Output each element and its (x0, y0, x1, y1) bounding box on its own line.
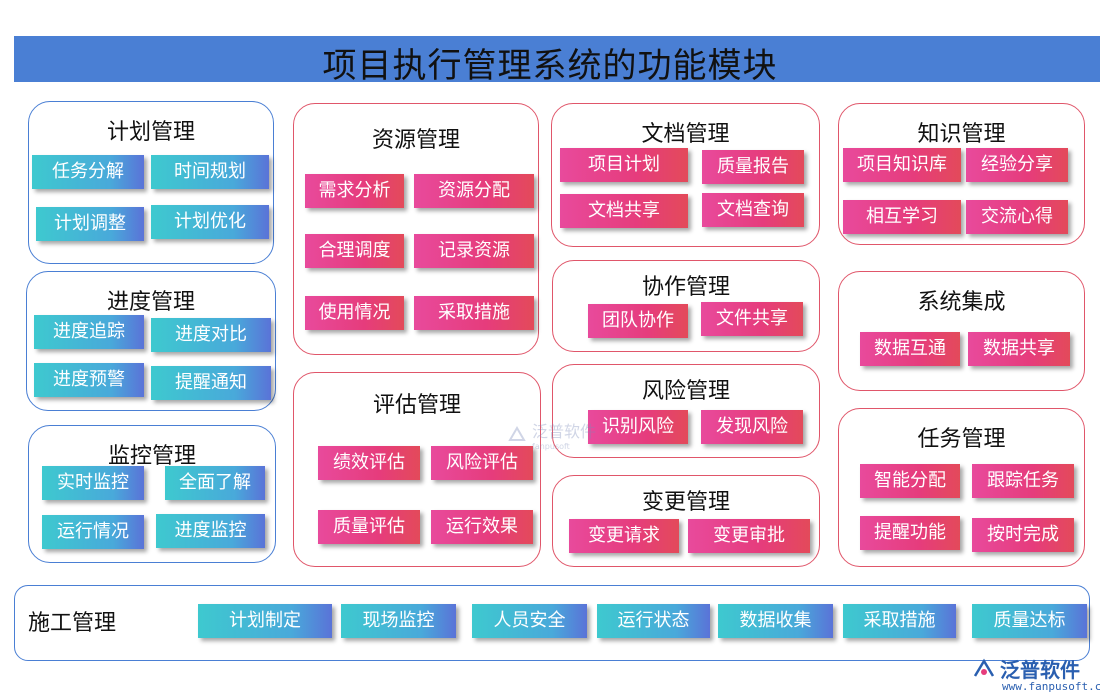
item-monitor-2[interactable]: 全面了解 (165, 466, 265, 500)
item-progress-2[interactable]: 进度对比 (151, 318, 271, 352)
item-resource-3[interactable]: 合理调度 (305, 234, 404, 268)
item-monitor-4[interactable]: 进度监控 (156, 514, 265, 548)
brand-logo: 泛普软件 (972, 654, 1080, 683)
fanpu-logo-icon (973, 658, 995, 677)
module-title: 风险管理 (641, 379, 730, 404)
item-task-1[interactable]: 智能分配 (860, 464, 960, 498)
module-title: 进度管理 (106, 290, 195, 315)
item-monitor-3[interactable]: 运行情况 (42, 515, 144, 549)
module-title: 资源管理 (371, 128, 460, 153)
item-evaluate-4[interactable]: 运行效果 (431, 510, 533, 544)
item-progress-4[interactable]: 提醒通知 (151, 366, 271, 400)
module-title: 评估管理 (372, 393, 461, 418)
watermark-text: 泛普软件 (532, 422, 597, 441)
module-title: 监控管理 (107, 444, 196, 469)
item-resource-6[interactable]: 采取措施 (414, 296, 534, 330)
module-title: 系统集成 (917, 290, 1006, 315)
item-integration-1[interactable]: 数据互通 (860, 332, 960, 366)
item-construction-3[interactable]: 人员安全 (472, 604, 587, 638)
item-risk-2[interactable]: 发现风险 (701, 410, 803, 444)
logo-url[interactable]: www.fanpusoft.com (1002, 680, 1100, 693)
watermark: 泛普软件 fanpusoft (506, 418, 596, 451)
title-bar (14, 36, 1100, 82)
item-construction-1[interactable]: 计划制定 (198, 604, 332, 638)
item-construction-7[interactable]: 质量达标 (972, 604, 1087, 638)
module-integration: 系统集成 (838, 271, 1085, 391)
module-title: 施工管理 (28, 611, 117, 636)
item-construction-2[interactable]: 现场监控 (341, 604, 456, 638)
item-knowledge-1[interactable]: 项目知识库 (843, 148, 961, 182)
item-knowledge-2[interactable]: 经验分享 (966, 148, 1068, 182)
item-plan-3[interactable]: 计划调整 (36, 207, 144, 241)
item-resource-1[interactable]: 需求分析 (305, 174, 404, 208)
item-collab-1[interactable]: 团队协作 (588, 304, 688, 338)
page-title: 项目执行管理系统的功能模块 (322, 46, 778, 86)
item-evaluate-1[interactable]: 绩效评估 (318, 446, 420, 480)
item-integration-2[interactable]: 数据共享 (968, 332, 1070, 366)
item-plan-1[interactable]: 任务分解 (32, 155, 144, 189)
module-title: 变更管理 (641, 490, 730, 515)
watermark-sub: fanpusoft (532, 442, 570, 451)
module-title: 计划管理 (106, 120, 195, 145)
item-knowledge-4[interactable]: 交流心得 (966, 200, 1068, 234)
item-evaluate-2[interactable]: 风险评估 (431, 446, 533, 480)
item-construction-6[interactable]: 采取措施 (843, 604, 956, 638)
module-title: 文档管理 (641, 122, 730, 147)
item-document-3[interactable]: 文档共享 (560, 194, 688, 228)
fanpu-logo-icon (508, 425, 526, 441)
item-resource-2[interactable]: 资源分配 (414, 174, 534, 208)
item-monitor-1[interactable]: 实时监控 (42, 466, 144, 500)
item-collab-2[interactable]: 文件共享 (701, 302, 803, 336)
module-title: 任务管理 (917, 427, 1006, 452)
item-knowledge-3[interactable]: 相互学习 (843, 200, 961, 234)
item-construction-5[interactable]: 数据收集 (718, 604, 833, 638)
item-resource-5[interactable]: 使用情况 (305, 296, 404, 330)
item-change-1[interactable]: 变更请求 (569, 519, 679, 553)
item-plan-2[interactable]: 时间规划 (151, 155, 269, 189)
module-title: 协作管理 (641, 275, 730, 300)
item-plan-4[interactable]: 计划优化 (151, 205, 269, 239)
item-task-3[interactable]: 提醒功能 (860, 516, 960, 550)
item-construction-4[interactable]: 运行状态 (597, 604, 710, 638)
item-task-2[interactable]: 跟踪任务 (972, 464, 1074, 498)
item-document-4[interactable]: 文档查询 (702, 193, 804, 227)
logo-text: 泛普软件 (1000, 658, 1080, 682)
item-change-2[interactable]: 变更审批 (688, 519, 810, 553)
item-resource-4[interactable]: 记录资源 (414, 234, 534, 268)
item-progress-1[interactable]: 进度追踪 (34, 315, 144, 349)
item-task-4[interactable]: 按时完成 (972, 518, 1074, 552)
item-document-1[interactable]: 项目计划 (560, 148, 688, 182)
item-progress-3[interactable]: 进度预警 (34, 363, 144, 397)
item-evaluate-3[interactable]: 质量评估 (318, 510, 420, 544)
module-title: 知识管理 (917, 122, 1006, 147)
item-document-2[interactable]: 质量报告 (702, 150, 804, 184)
item-risk-1[interactable]: 识别风险 (588, 410, 688, 444)
